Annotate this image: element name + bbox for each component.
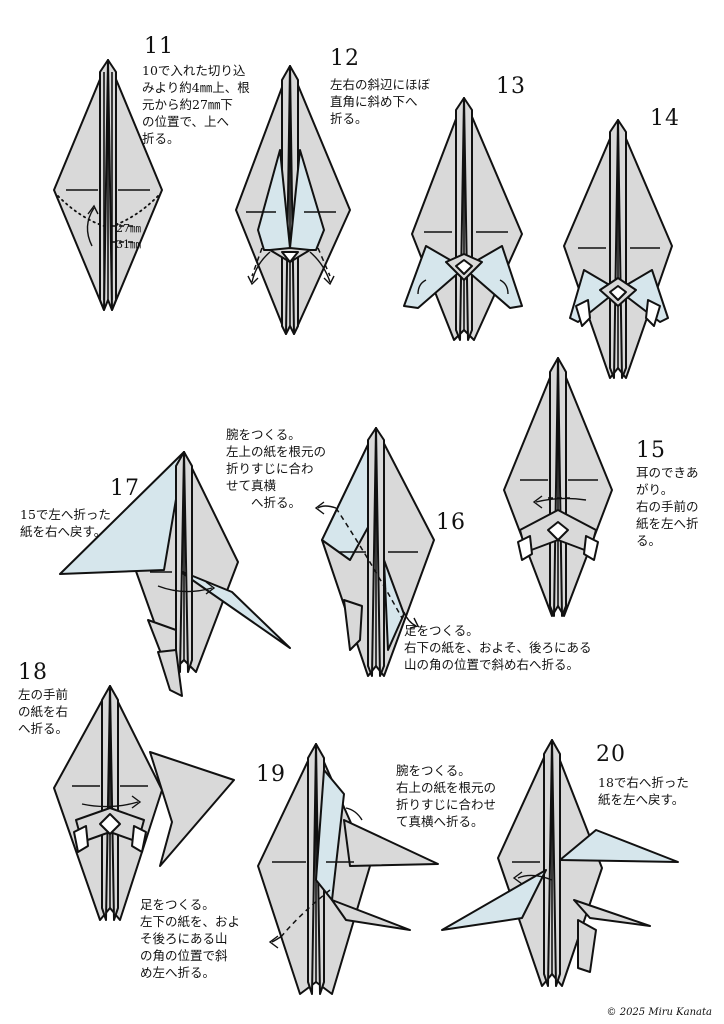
step-number-11: 11 xyxy=(144,34,174,59)
measurement-upper: 27㎜ xyxy=(116,222,141,235)
step-number-13: 13 xyxy=(496,74,526,99)
figure-step-11 xyxy=(53,59,163,311)
figure-step-16 xyxy=(314,427,435,677)
figure-step-20 xyxy=(441,739,679,987)
instruction-step-20: 18で右へ折った 紙を左へ戻す。 xyxy=(598,775,689,807)
instruction-step-19-leg: 足をつくる。 左下の紙を、およ そ後ろにある山 の角の位置で斜 め左へ折る。 xyxy=(140,897,241,980)
step-number-16: 16 xyxy=(436,510,466,535)
instruction-step-12: 左右の斜辺にほぼ 直角に斜め下へ 折る。 xyxy=(330,77,431,126)
figure-step-17 xyxy=(59,451,291,697)
step-number-17: 17 xyxy=(110,476,140,501)
instruction-step-16-arm: 腕をつくる。 左上の紙を根元の 折りすじに合わ せて真横 へ折る。 xyxy=(226,427,327,510)
instruction-step-17: 15で左へ折った 紙を右へ戻す。 xyxy=(20,507,111,539)
step-number-18: 18 xyxy=(18,660,48,685)
instruction-step-15: 耳のできあ がり。 右の手前の 紙を左へ折 る。 xyxy=(636,465,699,548)
instruction-step-18: 左の手前 の紙を右 へ折る。 xyxy=(18,687,69,736)
figure-step-13 xyxy=(403,97,523,341)
instruction-step-11: 10で入れた切り込 みより約4㎜上、根 元から約27㎜下 の位置で、上へ 折る。 xyxy=(142,63,250,146)
step-number-14: 14 xyxy=(650,106,680,131)
measurement-lower: 31㎜ xyxy=(116,238,141,251)
figure-step-14 xyxy=(563,119,673,379)
step-number-20: 20 xyxy=(596,742,626,767)
instruction-step-16-leg: 足をつくる。 右下の紙を、およそ、後ろにある 山の角の位置で斜め右へ折る。 xyxy=(404,623,592,672)
step-number-15: 15 xyxy=(636,438,666,463)
instruction-step-19-arm: 腕をつくる。 右上の紙を根元の 折りすじに合わせ て真横へ折る。 xyxy=(396,763,497,829)
copyright: © 2025 Miru Kanata xyxy=(606,1007,712,1018)
figure-step-19 xyxy=(257,743,439,995)
figure-step-15 xyxy=(503,357,613,617)
figure-step-18 xyxy=(53,685,235,921)
step-number-12: 12 xyxy=(330,46,360,71)
step-number-19: 19 xyxy=(256,762,286,787)
figure-step-12 xyxy=(235,65,351,335)
